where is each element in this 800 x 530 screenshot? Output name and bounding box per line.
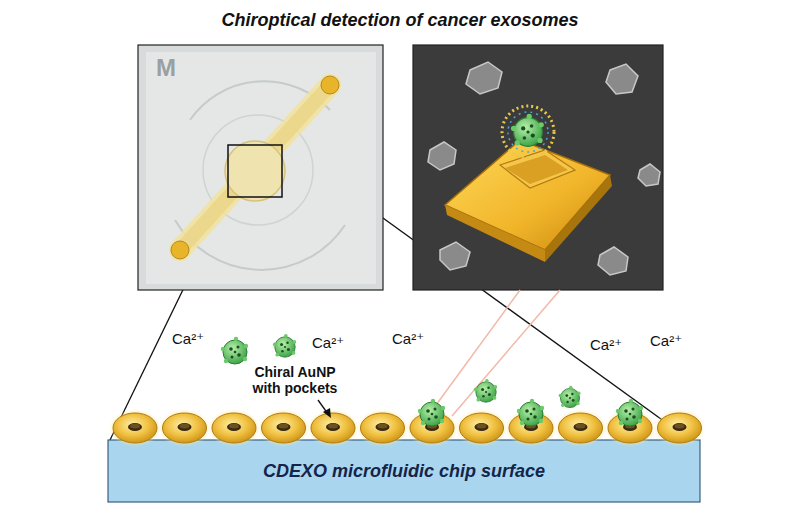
ion-label: Ca²⁺ — [392, 330, 424, 347]
ion-label: Ca²⁺ — [172, 330, 204, 347]
ion-label: Ca²⁺ — [312, 334, 344, 351]
chip-photo — [138, 45, 383, 290]
sem-panel — [413, 45, 663, 290]
chip-surface-band: CDEXO microfluidic chip surface — [108, 440, 700, 502]
aunp-label: Chiral AuNP with pockets — [240, 364, 350, 396]
ion-label: Ca²⁺ — [650, 332, 682, 349]
aunp-row — [109, 409, 706, 447]
diagram-title: Chiroptical detection of cancer exosomes — [0, 10, 800, 31]
logo-mark: M — [156, 54, 176, 82]
band-label: CDEXO microfluidic chip surface — [263, 461, 545, 482]
ion-label: Ca²⁺ — [590, 336, 622, 353]
